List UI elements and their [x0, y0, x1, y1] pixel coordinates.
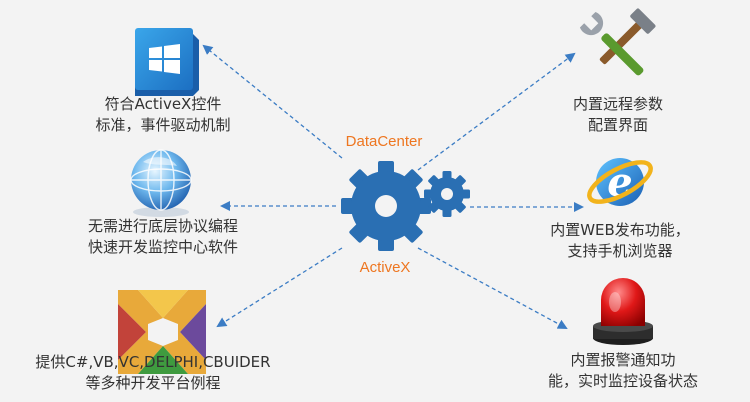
node-line: 内置报警通知功: [570, 351, 676, 369]
connector-arrows: [202, 44, 584, 329]
center-gears: [341, 161, 470, 251]
node-label-alarm: 内置报警通知功 能，实时监控设备状态: [530, 350, 716, 392]
tools-icon: [579, 8, 656, 76]
node-label-languages: 提供C#,VB,VC,DELPHI,CBUIDER 等多种开发平台例程: [18, 352, 288, 394]
node-line: 无需进行底层协议编程: [87, 217, 238, 235]
node-label-web: 内置WEB发布功能， 支持手机浏览器: [530, 220, 710, 262]
visual-studio-icon: [118, 290, 206, 374]
center-label-bottom: ActiveX: [360, 259, 411, 276]
center-label-top: DataCenter: [346, 133, 423, 150]
big-gear-icon: [341, 161, 431, 251]
node-line: 快速开发监控中心软件: [87, 238, 238, 256]
arrow-to-activex-control: [202, 44, 343, 159]
arrow-to-alarm: [417, 247, 568, 329]
node-line: 支持手机浏览器: [567, 242, 673, 260]
node-line: 等多种开发平台例程: [85, 374, 221, 392]
windows-icon: [135, 28, 199, 96]
internet-explorer-icon: e: [587, 158, 653, 206]
arrow-to-languages: [216, 247, 343, 328]
alarm-light-icon: [593, 278, 653, 345]
node-line: 内置远程参数: [572, 95, 663, 113]
node-line: 内置WEB发布功能，: [550, 221, 690, 239]
node-line: 提供C#,VB,VC,DELPHI,CBUIDER: [35, 353, 271, 371]
node-label-remote-config: 内置远程参数 配置界面: [548, 94, 688, 136]
node-label-protocol: 无需进行底层协议编程 快速开发监控中心软件: [58, 216, 268, 258]
globe-icon: [130, 149, 192, 217]
arrow-to-remote-config: [417, 52, 576, 171]
node-line: 标准，事件驱动机制: [95, 116, 231, 134]
node-line: 配置界面: [587, 116, 648, 134]
node-line: 符合ActiveX控件: [104, 95, 222, 113]
small-gear-icon: [424, 171, 470, 217]
node-line: 能，实时监控设备状态: [547, 372, 698, 390]
node-label-activex-control: 符合ActiveX控件 标准，事件驱动机制: [68, 94, 258, 136]
